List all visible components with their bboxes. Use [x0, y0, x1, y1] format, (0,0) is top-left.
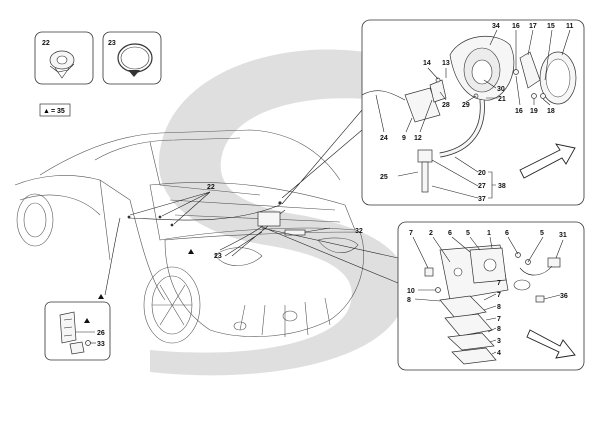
callout-16-top: 16 — [512, 23, 520, 30]
callout-37: 37 — [478, 196, 486, 203]
car-leader-lines: 22 23 32 — [129, 109, 399, 284]
callout-36: 36 — [560, 293, 568, 300]
callout-4: 4 — [497, 350, 501, 357]
callout-6-left: 6 — [448, 230, 452, 237]
callout-8-left: 8 — [407, 297, 411, 304]
callout-13: 13 — [442, 60, 450, 67]
callout-18: 18 — [547, 108, 555, 115]
panel-fuel-door-assembly: 34 16 17 15 11 14 13 30 28 29 21 16 19 1… — [361, 19, 585, 206]
callout-23-inset: 23 — [108, 40, 116, 47]
callout-32-car: 32 — [355, 228, 363, 235]
callout-9: 9 — [402, 135, 406, 142]
inset-bottom-left: 26 33 — [44, 301, 111, 361]
callout-8-b: 8 — [497, 326, 501, 333]
callout-38: 38 — [498, 183, 506, 190]
callout-10: 10 — [407, 288, 415, 295]
callout-17: 17 — [529, 23, 537, 30]
legend-marker-box: ▲ = 35 — [39, 103, 71, 117]
callout-1: 1 — [487, 230, 491, 237]
car-outline — [14, 129, 365, 344]
callout-5-left: 5 — [466, 230, 470, 237]
callout-24: 24 — [380, 135, 388, 142]
callout-31: 31 — [559, 232, 567, 239]
inset-part-23: 23 — [102, 31, 162, 85]
callout-2: 2 — [429, 230, 433, 237]
callout-7-b: 7 — [497, 316, 501, 323]
callout-7-c: 7 — [497, 280, 501, 287]
callout-34: 34 — [492, 23, 500, 30]
inset-part-22: 22 — [34, 31, 94, 85]
callout-11: 11 — [566, 23, 574, 30]
callout-19: 19 — [530, 108, 538, 115]
callout-25: 25 — [380, 174, 388, 181]
callout-12: 12 — [414, 135, 422, 142]
callout-6-right: 6 — [505, 230, 509, 237]
legend-triangle-icon: ▲ — [43, 108, 50, 115]
callout-7-top: 7 — [409, 230, 413, 237]
callout-20: 20 — [478, 170, 486, 177]
callout-22-car: 22 — [207, 184, 215, 191]
callout-30: 30 — [497, 86, 505, 93]
callout-3: 3 — [497, 338, 501, 345]
callout-15: 15 — [547, 23, 555, 30]
panel-lock-assembly: 7 2 6 5 1 6 5 31 10 8 7 8 7 8 3 4 36 7 — [397, 221, 585, 371]
callout-26: 26 — [97, 330, 105, 337]
callout-33: 33 — [97, 341, 105, 348]
callout-21: 21 — [498, 96, 506, 103]
callout-27: 27 — [478, 183, 486, 190]
callout-7-a: 7 — [497, 292, 501, 299]
callout-28: 28 — [442, 102, 450, 109]
callout-14: 14 — [423, 60, 431, 67]
callout-29: 29 — [462, 102, 470, 109]
callout-16-bottom: 16 — [515, 108, 523, 115]
callout-5-right: 5 — [540, 230, 544, 237]
callout-22-inset: 22 — [42, 40, 50, 47]
callout-8-a: 8 — [497, 304, 501, 311]
callout-23-car: 23 — [214, 253, 222, 260]
legend-text: = 35 — [51, 108, 65, 115]
